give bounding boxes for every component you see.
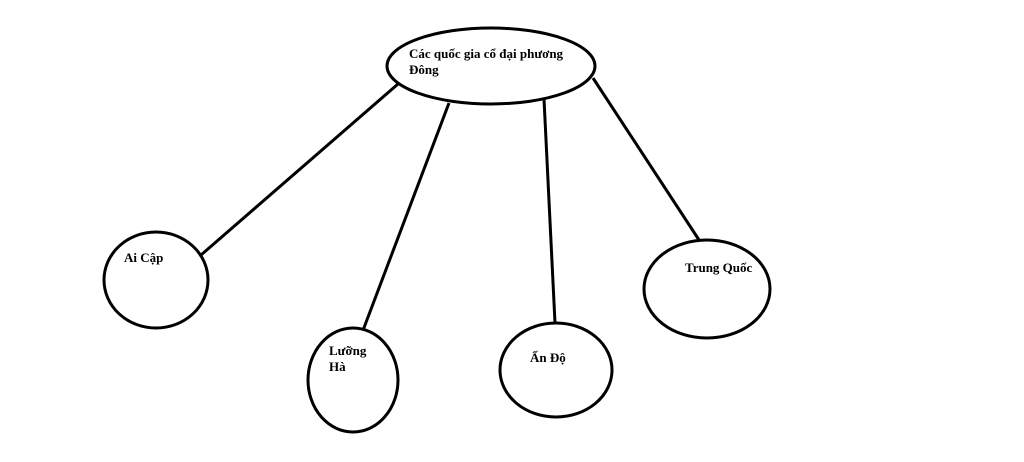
child-node-trung-quoc-ellipse — [642, 238, 772, 340]
child-node-ai-cap: Ai Cập — [102, 230, 210, 330]
child-node-ai-cap-ellipse — [102, 230, 210, 330]
child-node-trung-quoc: Trung Quốc — [642, 238, 772, 340]
child-node-ai-cap-label: Ai Cập — [124, 250, 163, 265]
child-node-luong-ha-ellipse — [306, 326, 400, 434]
child-node-luong-ha: Lưỡng Hà — [306, 326, 400, 434]
child-node-luong-ha-label-line2: Hà — [329, 359, 346, 374]
root-node: Các quốc gia cổ đại phương Đông — [385, 26, 597, 106]
child-node-an-do-label: Ấn Độ — [530, 350, 566, 365]
root-node-label-line2: Đông — [409, 62, 439, 77]
edge-root-an-do — [542, 98, 557, 324]
edge-root-trung-quoc — [591, 77, 703, 244]
root-node-ellipse — [385, 26, 597, 106]
child-node-an-do-ellipse — [498, 321, 614, 419]
child-node-luong-ha-label-line1: Lưỡng — [329, 343, 367, 358]
edge-root-ai-cap — [200, 82, 399, 257]
child-node-an-do: Ấn Độ — [498, 321, 614, 419]
child-node-trung-quoc-label: Trung Quốc — [685, 260, 753, 275]
root-node-label-line1: Các quốc gia cổ đại phương — [409, 46, 564, 61]
edge-root-luong-ha — [360, 102, 451, 334]
